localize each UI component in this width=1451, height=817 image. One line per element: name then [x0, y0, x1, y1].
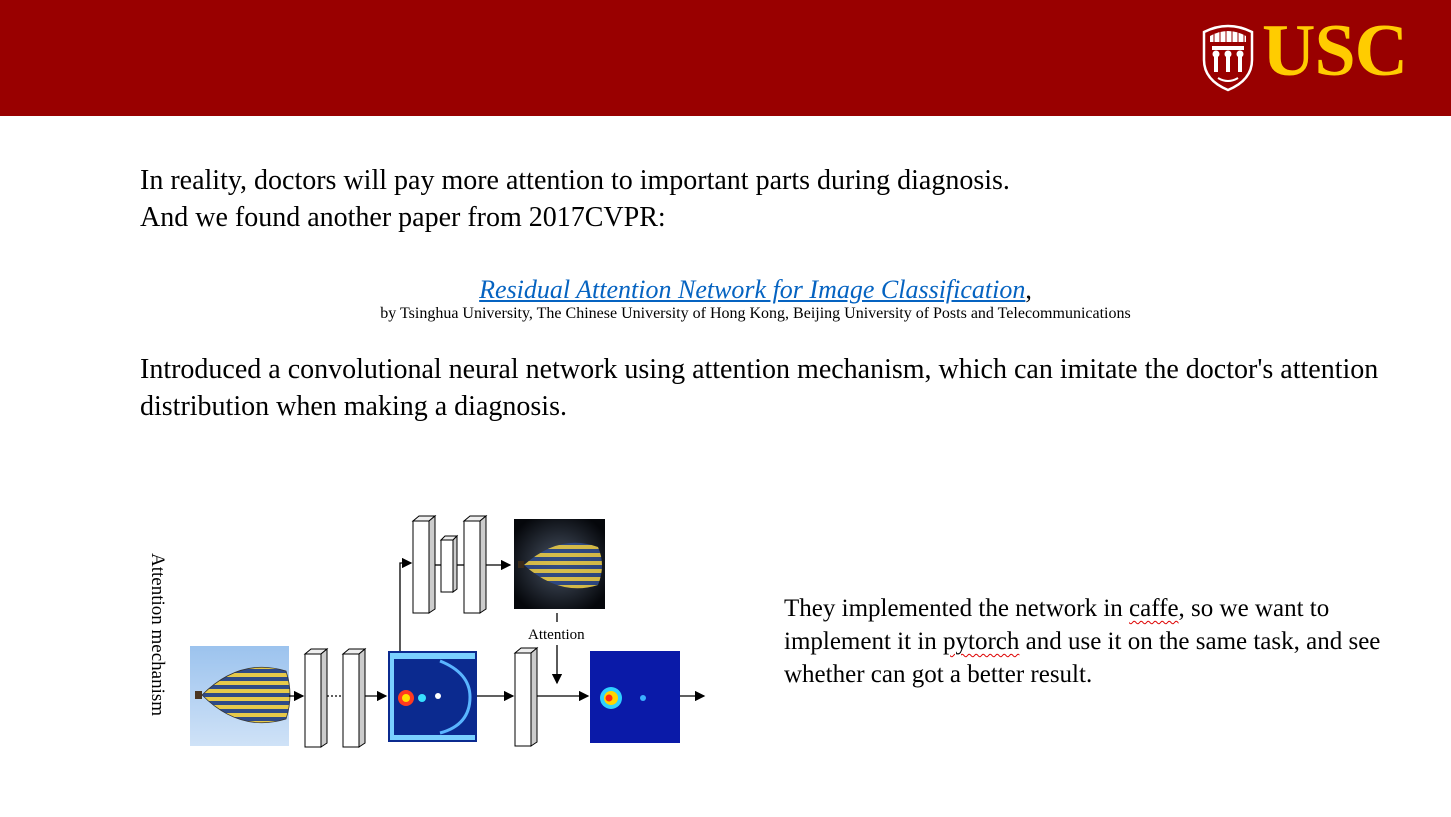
- paper-title-link[interactable]: Residual Attention Network for Image Cla…: [479, 275, 1026, 304]
- paper-citation: Residual Attention Network for Image Cla…: [0, 272, 1451, 324]
- attention-mechanism-label: Attention mechanism: [147, 553, 168, 717]
- header-bar: USC: [0, 0, 1451, 116]
- title-suffix: ,: [1025, 275, 1032, 304]
- note-part-1: They implemented the network in: [784, 595, 1130, 622]
- logo-text: USC: [1262, 10, 1408, 92]
- intro-line-1: In reality, doctors will pay more attent…: [140, 165, 1010, 196]
- hot-air-balloon-image: [190, 646, 291, 746]
- description-paragraph: Introduced a convolutional neural networ…: [140, 354, 1379, 422]
- trunk-block: [513, 646, 539, 747]
- usc-logo: USC: [1200, 14, 1420, 94]
- note-word-pytorch: pytorch: [943, 628, 1020, 655]
- attention-arrow-label: Attention: [528, 627, 585, 643]
- citation-title-line: Residual Attention Network for Image Cla…: [0, 272, 1451, 308]
- intro-line-2: And we found another paper from 2017CVPR…: [140, 202, 666, 233]
- usc-seal-icon: [1202, 24, 1254, 92]
- note-word-caffe: caffe: [1129, 595, 1179, 622]
- attention-mask-image: [590, 651, 680, 743]
- mask-branch-block-2: [439, 534, 459, 593]
- diagram-arrows: [289, 557, 706, 702]
- mask-branch-block-1: [411, 514, 437, 614]
- intro-text: In reality, doctors will pay more attent…: [140, 162, 1010, 236]
- paper-authors: by Tsinghua University, The Chinese Univ…: [380, 305, 1131, 322]
- conv-block-2: [341, 647, 367, 748]
- note-part-3: and use it on the same task, and see whe…: [784, 628, 1381, 688]
- masked-balloon-image: [514, 519, 605, 609]
- mask-branch-block-3: [462, 514, 488, 614]
- implementation-note: They implemented the network in caffe, s…: [784, 592, 1384, 691]
- conv-block-1: [303, 647, 329, 748]
- note-part-2: , so we want to implement it in: [784, 595, 1330, 655]
- attention-heatmap-image: [388, 651, 477, 742]
- attention-figure: Attention mechanism Attention: [140, 505, 720, 765]
- attention-network-diagram: [190, 514, 706, 748]
